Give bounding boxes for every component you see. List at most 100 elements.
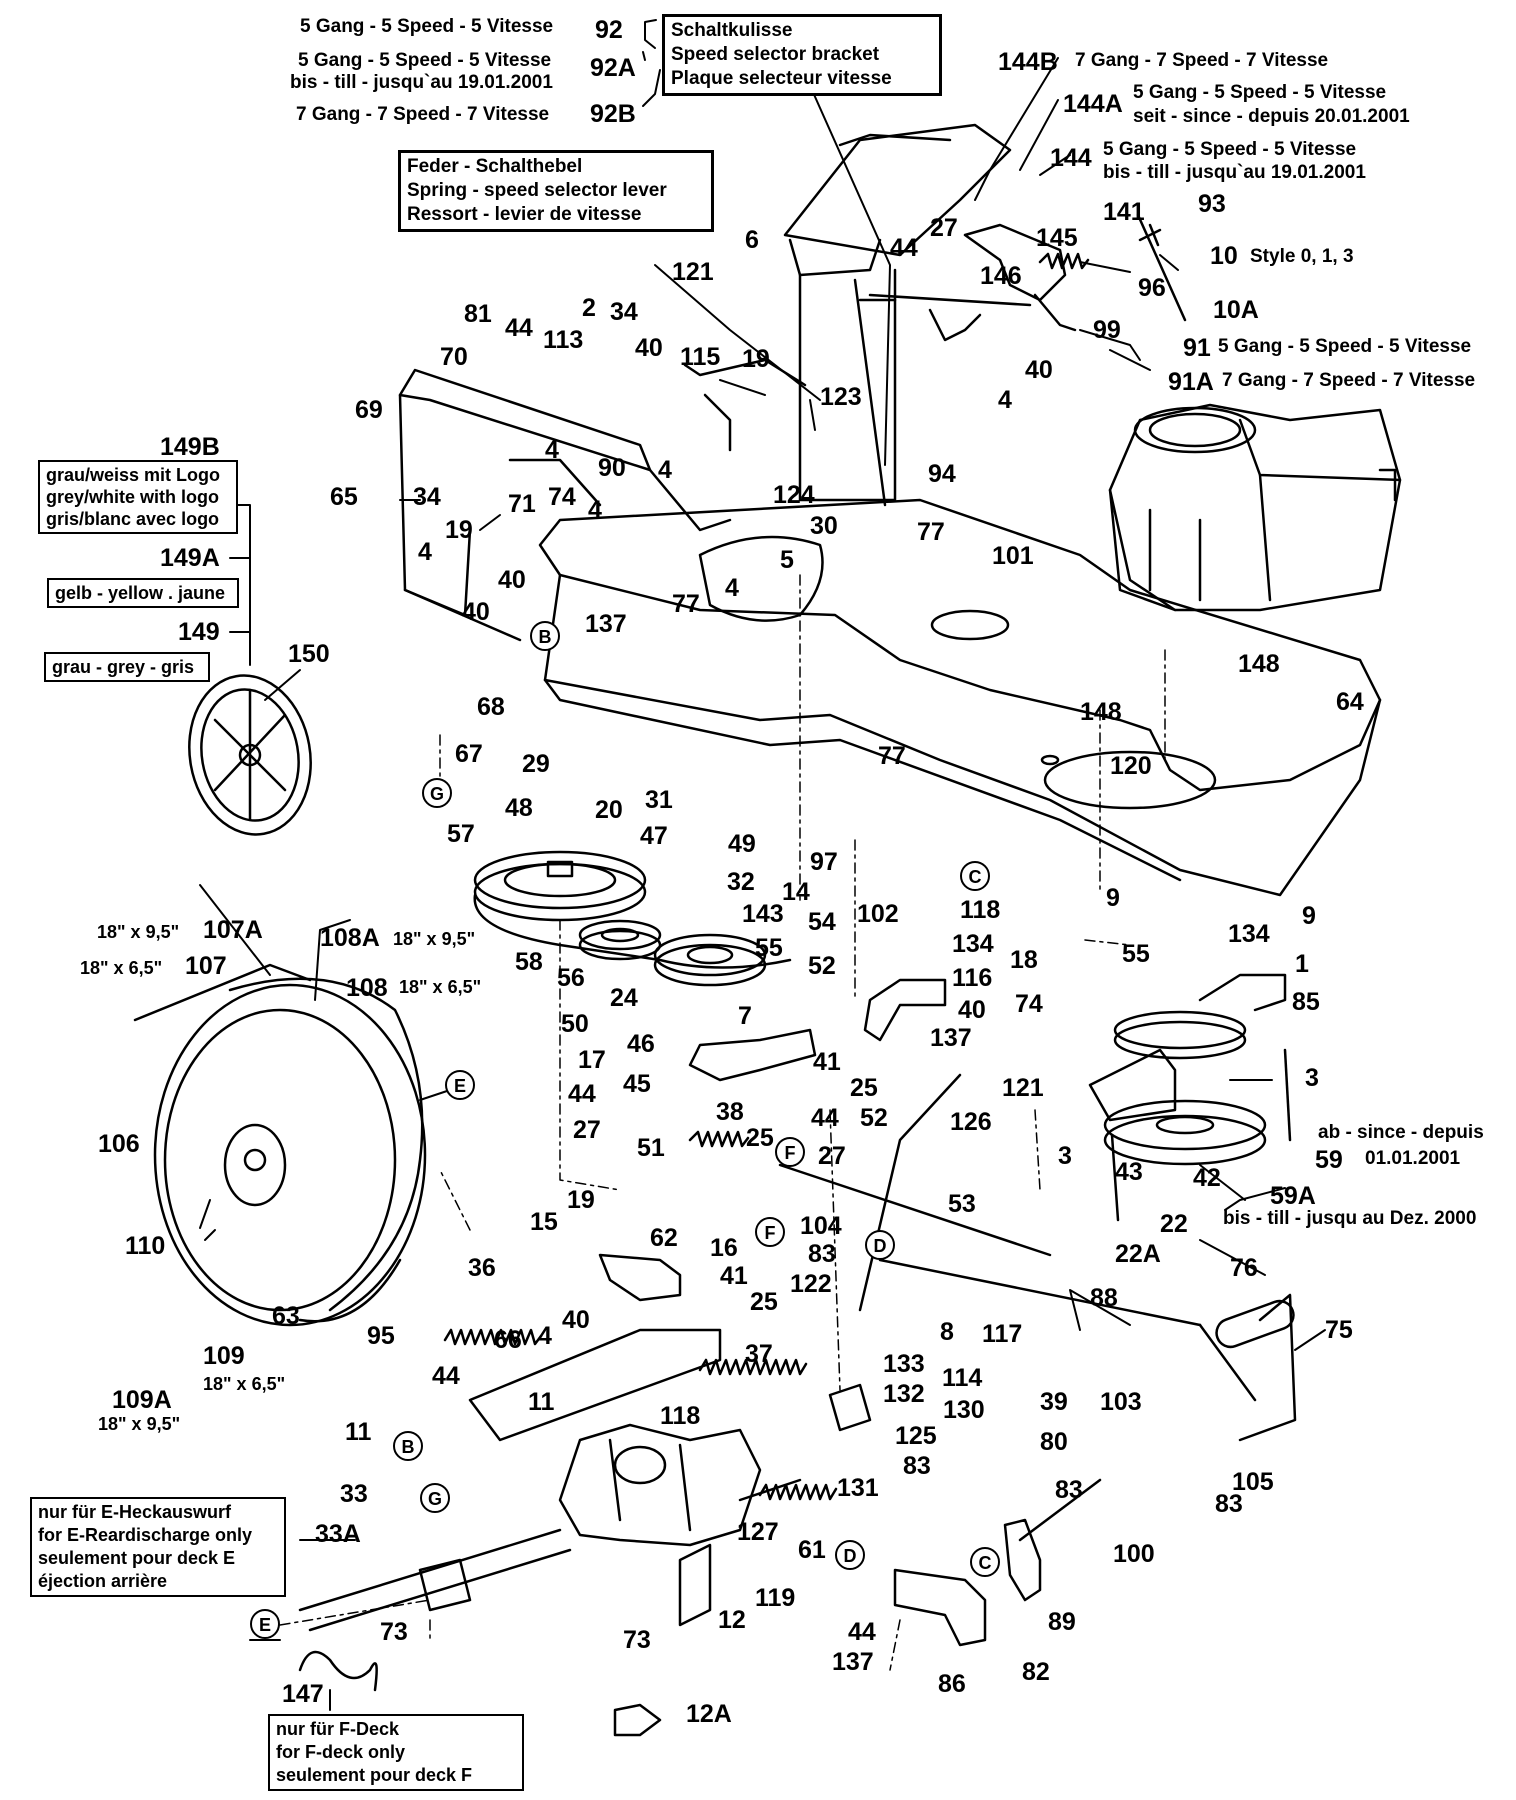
callout-121b: 121 xyxy=(1002,1074,1044,1102)
callout-10A: 10A xyxy=(1213,296,1259,324)
callout-14: 14 xyxy=(782,878,810,906)
svg-text:C: C xyxy=(969,867,982,887)
callout-65: 65 xyxy=(330,483,358,511)
callout-146: 146 xyxy=(980,262,1022,290)
label-144B: 7 Gang - 7 Speed - 7 Vitesse xyxy=(1075,50,1328,71)
callout-66: 66 xyxy=(494,1326,522,1354)
label-59-line1: ab - since - depuis xyxy=(1318,1122,1484,1143)
callout-120: 120 xyxy=(1110,752,1152,780)
marker-G-1: G xyxy=(422,778,452,808)
callout-51: 51 xyxy=(637,1134,665,1162)
callout-105: 105 xyxy=(1232,1468,1274,1496)
bracket-130 xyxy=(828,1383,872,1432)
callout-58: 58 xyxy=(515,948,543,976)
callout-107A: 107A xyxy=(203,916,263,944)
callout-130: 130 xyxy=(943,1396,985,1424)
svg-text:B: B xyxy=(539,627,552,647)
belt-58 xyxy=(473,893,792,969)
bracket-12A xyxy=(613,1703,662,1737)
callout-134a: 134 xyxy=(1228,920,1270,948)
callout-74b: 74 xyxy=(1015,990,1043,1018)
pulley-143 xyxy=(653,933,767,987)
svg-text:G: G xyxy=(428,1489,442,1509)
label-92B: 7 Gang - 7 Speed - 7 Vitesse xyxy=(296,104,549,125)
callout-6: 6 xyxy=(745,226,759,254)
hubcap-bracket xyxy=(133,963,312,1022)
callout-109A: 109A xyxy=(112,1386,172,1414)
callout-68: 68 xyxy=(477,693,505,721)
callout-9b: 9 xyxy=(1302,902,1316,930)
engine xyxy=(1108,403,1402,612)
callout-145: 145 xyxy=(1036,224,1078,252)
callout-108: 108 xyxy=(346,974,388,1002)
callout-55a: 55 xyxy=(755,934,783,962)
callout-62: 62 xyxy=(650,1224,678,1252)
callout-77a: 77 xyxy=(917,518,945,546)
marker-G-2: G xyxy=(420,1483,450,1513)
callout-99: 99 xyxy=(1093,316,1121,344)
callout-4g: 4 xyxy=(538,1322,552,1350)
box-line: Feder - Schalthebel xyxy=(407,156,583,177)
label-144A-line1: 5 Gang - 5 Speed - 5 Vitesse xyxy=(1133,82,1386,103)
callout-123: 123 xyxy=(820,383,862,411)
svg-text:D: D xyxy=(844,1546,857,1566)
box-line: gelb - yellow . jaune xyxy=(55,583,226,603)
callout-74a: 74 xyxy=(548,483,576,511)
callout-126: 126 xyxy=(950,1108,992,1136)
callout-89: 89 xyxy=(1048,1608,1076,1636)
callout-4c: 4 xyxy=(545,436,559,464)
rod-3a xyxy=(1283,1048,1292,1142)
callout-42: 42 xyxy=(1193,1164,1221,1192)
callout-92A: 92A xyxy=(590,54,636,82)
label-144A-line2: seit - since - depuis 20.01.2001 xyxy=(1133,106,1410,127)
box-line: Speed selector bracket xyxy=(671,44,880,65)
callout-38: 38 xyxy=(716,1098,744,1126)
label-144-line1: 5 Gang - 5 Speed - 5 Vitesse xyxy=(1103,139,1356,160)
box-line: nur für F-Deck xyxy=(276,1719,400,1739)
callout-83a: 83 xyxy=(808,1240,836,1268)
callout-41a: 41 xyxy=(813,1048,841,1076)
callout-91: 91 xyxy=(1183,334,1211,362)
spring-36 xyxy=(443,1328,543,1346)
callout-4e: 4 xyxy=(418,538,432,566)
callout-71: 71 xyxy=(508,490,536,518)
reference-markers: B B C C D D E E F F G G xyxy=(250,621,1000,1639)
rod-3b xyxy=(1110,1133,1120,1222)
callout-8: 8 xyxy=(940,1318,954,1346)
box-spring-speed-lever: Feder - Schalthebel Spring - speed selec… xyxy=(398,150,714,232)
callout-59A: 59A xyxy=(1270,1182,1316,1210)
callout-36: 36 xyxy=(468,1254,496,1282)
label-10: Style 0, 1, 3 xyxy=(1250,246,1354,267)
callout-137a: 137 xyxy=(585,610,627,638)
callout-137c: 137 xyxy=(832,1648,874,1676)
callout-19c: 19 xyxy=(567,1186,595,1214)
callout-18: 18 xyxy=(1010,946,1038,974)
callout-32: 32 xyxy=(727,868,755,896)
callout-11a: 11 xyxy=(528,1388,555,1416)
pulley-57 xyxy=(473,850,647,922)
label-91A: 7 Gang - 7 Speed - 7 Vitesse xyxy=(1222,370,1475,391)
callout-90: 90 xyxy=(598,454,626,482)
callout-107: 107 xyxy=(185,952,227,980)
callout-40b: 40 xyxy=(635,334,663,362)
callout-104: 104 xyxy=(800,1212,842,1240)
callout-49: 49 xyxy=(728,830,756,858)
callout-27a: 27 xyxy=(930,214,958,242)
box-line: gris/blanc avec logo xyxy=(46,509,220,529)
callout-144A: 144A xyxy=(1063,90,1123,118)
callout-7: 7 xyxy=(738,1002,752,1030)
callout-4f: 4 xyxy=(725,574,739,602)
svg-text:F: F xyxy=(765,1223,776,1243)
callout-46: 46 xyxy=(627,1030,655,1058)
callout-117: 117 xyxy=(982,1320,1022,1348)
bracket-66 xyxy=(468,1328,722,1442)
speed-selector-bracket xyxy=(868,223,1077,342)
callout-4d: 4 xyxy=(588,496,602,524)
label-109: 18" x 6,5" xyxy=(203,1374,285,1394)
callout-22: 22 xyxy=(1160,1210,1188,1238)
label-107: 18" x 6,5" xyxy=(80,958,162,978)
callout-11b: 11 xyxy=(345,1418,372,1446)
marker-F-2: F xyxy=(755,1217,785,1247)
callout-40a: 40 xyxy=(1025,356,1053,384)
callout-44c: 44 xyxy=(568,1080,596,1108)
